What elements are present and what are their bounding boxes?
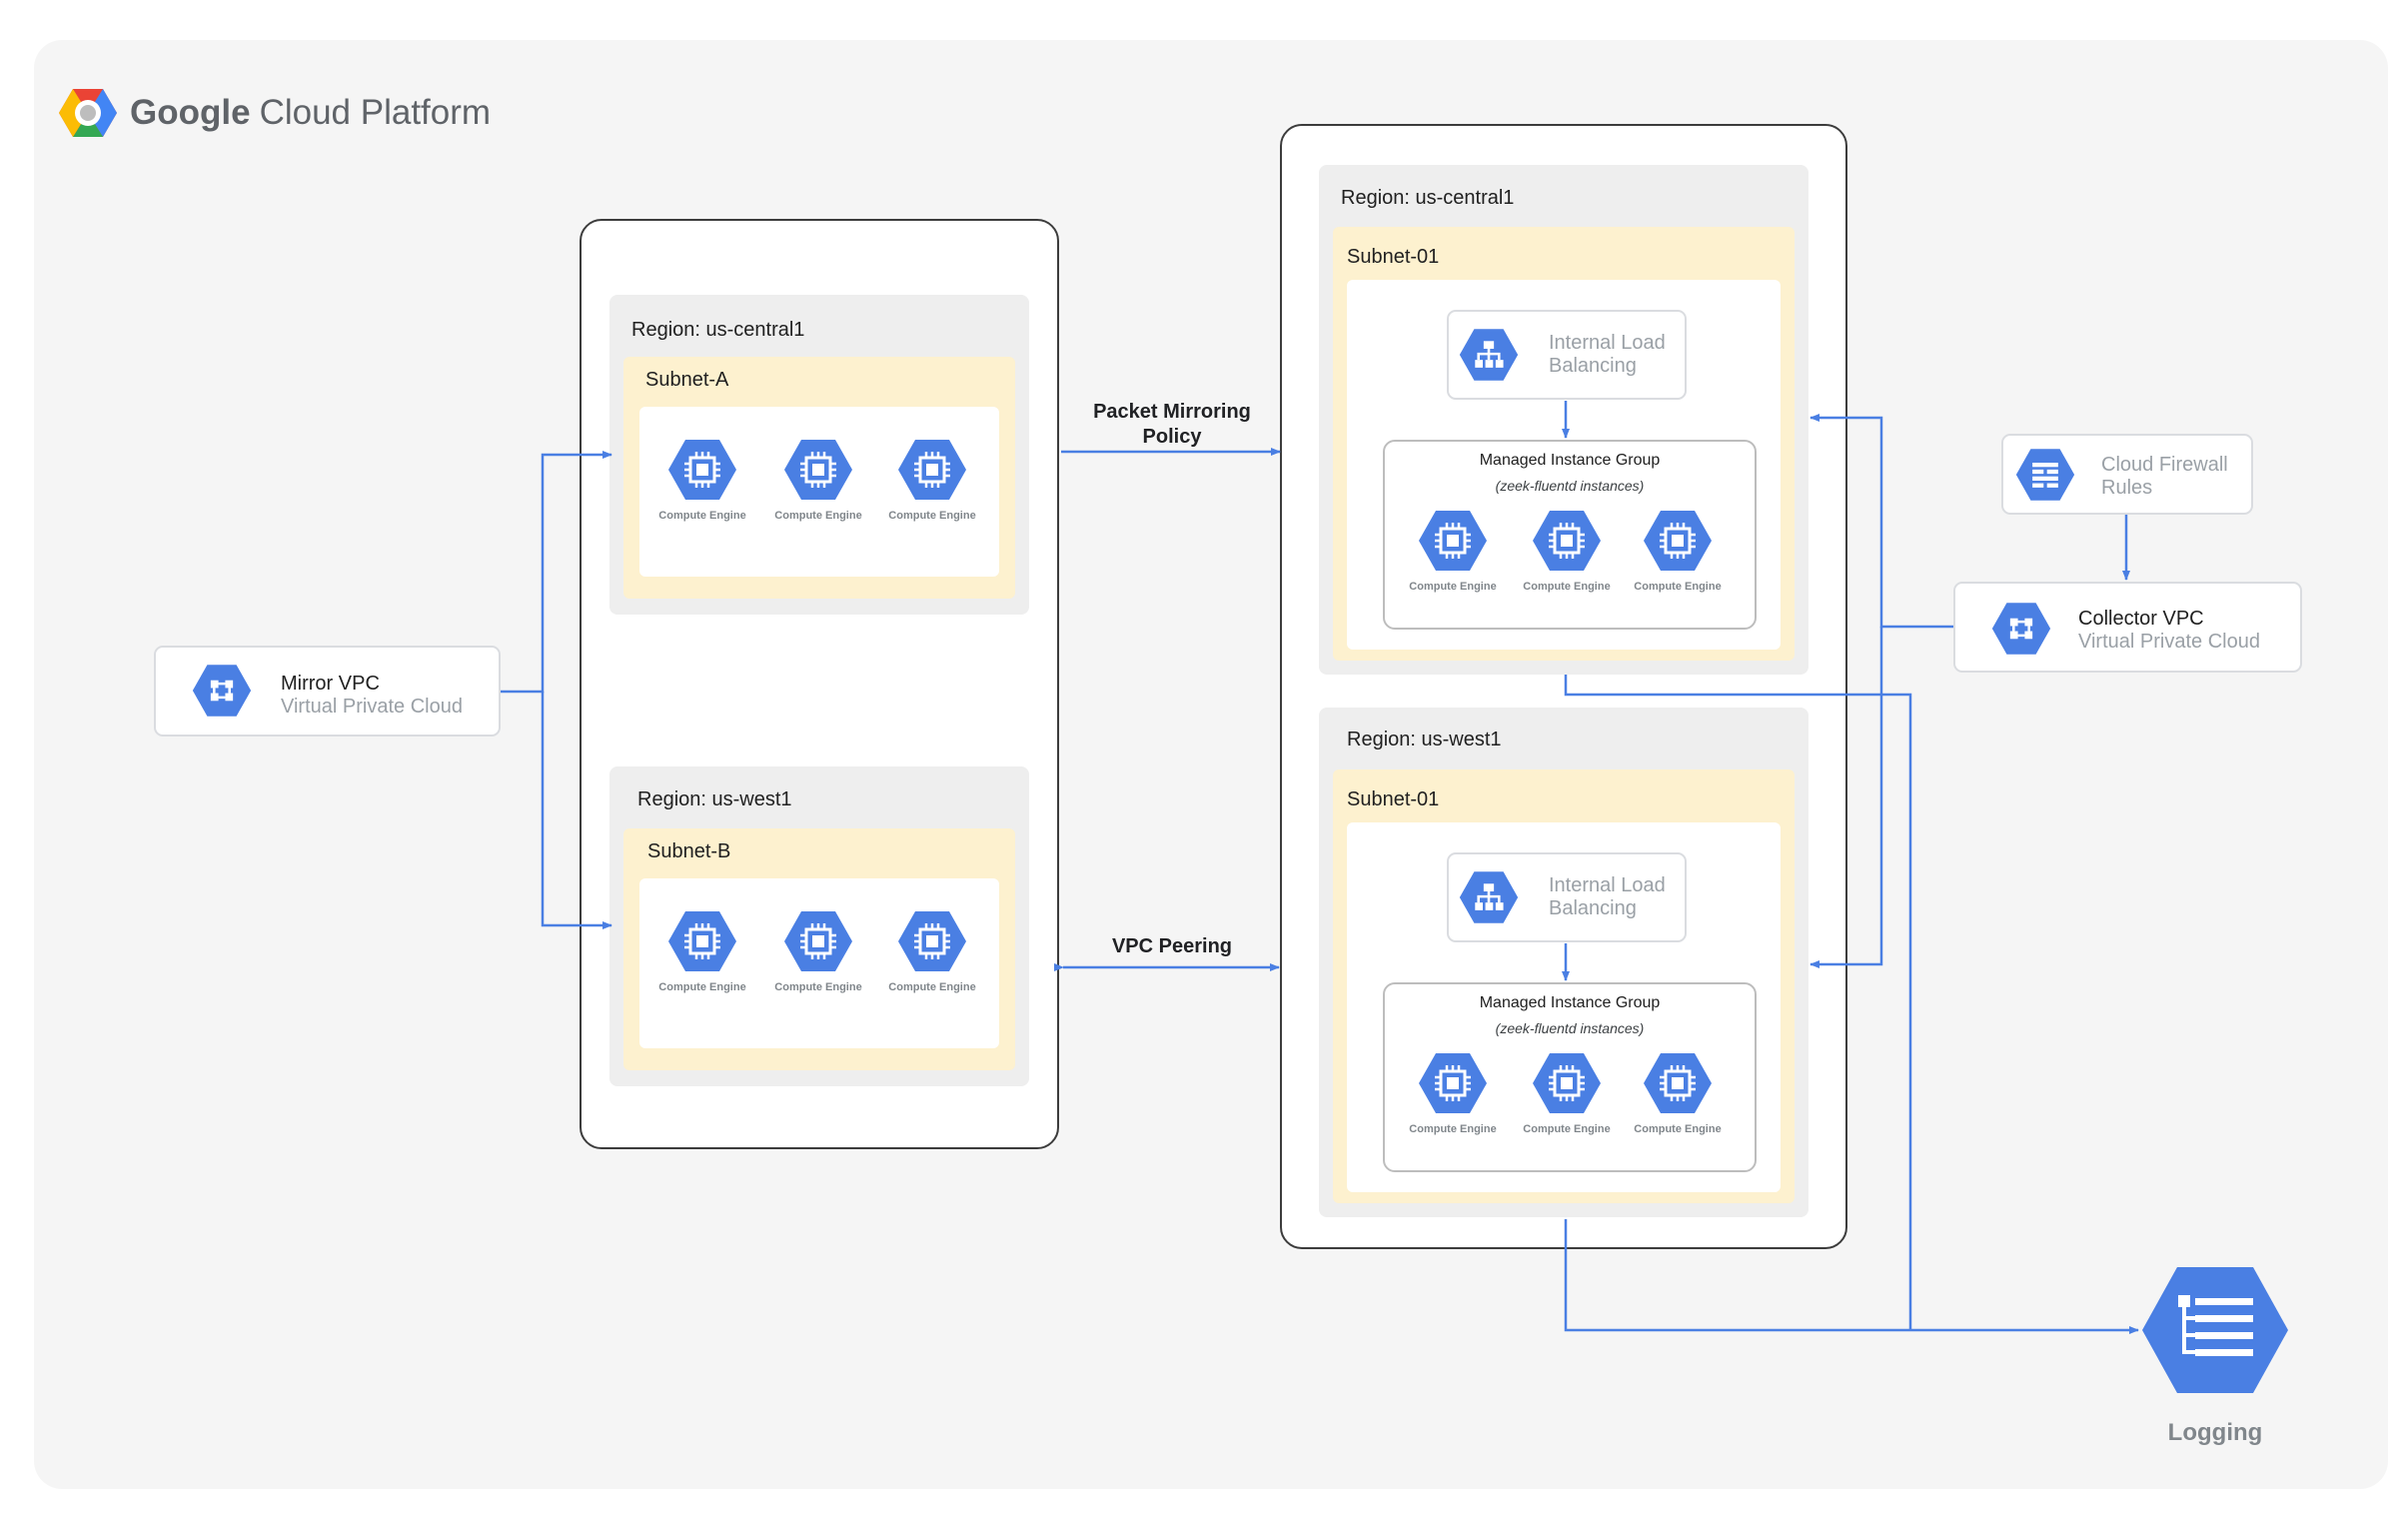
collector-vpc-card[interactable]: Collector VPC Virtual Private Cloud <box>1953 582 2302 673</box>
packet-mirroring-label: Packet Mirroring Policy <box>1093 401 1251 448</box>
mirror-vpc-card[interactable]: Mirror VPC Virtual Private Cloud <box>154 646 501 737</box>
mirror-region-us-central1: Region: us-central1 Subnet-A Compute Eng… <box>609 295 1029 615</box>
compute-engine-instance[interactable]: Compute Engine <box>1517 510 1617 594</box>
region-label: Region: us-central1 <box>631 319 805 341</box>
load-balancer-label: Internal Load Balancing <box>1549 874 1666 919</box>
collector-vpc-subtitle: Virtual Private Cloud <box>2078 631 2260 653</box>
load-balancer-label: Internal Load Balancing <box>1549 332 1666 377</box>
compute-engine-instance[interactable]: Compute Engine <box>652 439 752 523</box>
compute-engine-instance[interactable]: Compute Engine <box>1628 510 1728 594</box>
collector-region-us-west1: Region: us-west1 Subnet-01 Internal Load… <box>1319 708 1808 1217</box>
collector-region-us-central1: Region: us-central1 Subnet-01 Internal L… <box>1319 165 1808 675</box>
compute-engine-instance[interactable]: Compute Engine <box>882 910 982 994</box>
region-label: Region: us-west1 <box>1347 729 1502 751</box>
group-subtitle: (zeek-fluentd instances) <box>1495 1020 1645 1036</box>
group-subtitle: (zeek-fluentd instances) <box>1495 478 1645 494</box>
logging-label: Logging <box>2167 1419 2263 1446</box>
diagram-canvas <box>34 40 2388 1489</box>
gcp-brand: Google Cloud Platform <box>58 84 491 142</box>
compute-engine-instance[interactable]: Compute Engine <box>1403 510 1503 594</box>
managed-instance-group[interactable]: Managed Instance Group (zeek-fluentd ins… <box>1383 982 1757 1172</box>
instance-label: Compute Engine <box>1634 581 1722 593</box>
internal-load-balancing[interactable]: Internal Load Balancing <box>1447 852 1687 942</box>
brand-name-bold: Google <box>130 93 251 132</box>
subnet-01: Subnet-01 Internal Load Balancing Manage… <box>1333 769 1795 1203</box>
instance-label: Compute Engine <box>1409 581 1497 593</box>
mirror-vpc-subtitle: Virtual Private Cloud <box>281 696 463 718</box>
instance-label: Compute Engine <box>1409 1123 1497 1135</box>
subnet-services: Internal Load Balancing Managed Instance… <box>1347 822 1781 1192</box>
vpc-peering-label: VPC Peering <box>1111 935 1233 957</box>
compute-engine-instance[interactable]: Compute Engine <box>1517 1052 1617 1136</box>
managed-instance-group[interactable]: Managed Instance Group (zeek-fluentd ins… <box>1383 440 1757 630</box>
subnet-label: Subnet-B <box>647 840 731 862</box>
compute-engine-instance[interactable]: Compute Engine <box>1403 1052 1503 1136</box>
logging-icon[interactable] <box>2140 1265 2290 1395</box>
subnet-label: Subnet-A <box>645 369 729 391</box>
instance-label: Compute Engine <box>658 981 746 993</box>
compute-engine-instance[interactable]: Compute Engine <box>768 439 868 523</box>
group-title: Managed Instance Group <box>1479 452 1661 469</box>
firewall-label: Cloud Firewall Rules <box>2101 454 2228 499</box>
collector-vpc-title: Collector VPC <box>2078 608 2204 630</box>
collector-to-central-arrow <box>1809 414 1953 629</box>
cloud-firewall-rules-card[interactable]: Cloud Firewall Rules <box>2001 434 2253 515</box>
region-label: Region: us-central1 <box>1341 187 1515 209</box>
instance-label: Compute Engine <box>888 510 976 522</box>
compute-engine-instance[interactable]: Compute Engine <box>768 910 868 994</box>
mirror-region-us-west1: Region: us-west1 Subnet-B Compute Engine… <box>609 766 1029 1086</box>
subnet-a: Subnet-A Compute Engine Compute Engine C… <box>623 357 1015 599</box>
gcp-logo-icon <box>59 89 117 137</box>
subnet-b: Subnet-B Compute Engine Compute Engine C… <box>623 828 1015 1070</box>
instance-label: Compute Engine <box>774 510 862 522</box>
instance-label: Compute Engine <box>1523 1123 1611 1135</box>
subnet-services: Internal Load Balancing Managed Instance… <box>1347 280 1781 650</box>
instance-label: Compute Engine <box>658 510 746 522</box>
region-label: Region: us-west1 <box>637 788 792 810</box>
instance-label: Compute Engine <box>1523 581 1611 593</box>
mirror-to-subnet-a-arrow <box>501 451 612 694</box>
mirror-to-subnet-b-arrow <box>541 692 612 929</box>
subnet-instances: Compute Engine Compute Engine Compute En… <box>639 878 999 1048</box>
subnet-label: Subnet-01 <box>1347 788 1440 810</box>
instance-label: Compute Engine <box>1634 1123 1722 1135</box>
compute-engine-instance[interactable]: Compute Engine <box>1628 1052 1728 1136</box>
instance-label: Compute Engine <box>774 981 862 993</box>
subnet-01: Subnet-01 Internal Load Balancing Manage… <box>1333 227 1795 661</box>
west-to-logging-arrow <box>1564 1219 2139 1334</box>
subnet-instances: Compute Engine Compute Engine Compute En… <box>639 407 999 577</box>
subnet-label: Subnet-01 <box>1347 246 1440 268</box>
compute-engine-instance[interactable]: Compute Engine <box>882 439 982 523</box>
internal-load-balancing[interactable]: Internal Load Balancing <box>1447 310 1687 400</box>
central-to-logging-line <box>1564 675 1912 1330</box>
collector-to-west-arrow <box>1809 627 1883 968</box>
brand-name-rest: Cloud Platform <box>259 93 492 132</box>
instance-label: Compute Engine <box>888 981 976 993</box>
mirror-vpc-title: Mirror VPC <box>281 673 380 695</box>
group-title: Managed Instance Group <box>1479 994 1661 1011</box>
compute-engine-instance[interactable]: Compute Engine <box>652 910 752 994</box>
